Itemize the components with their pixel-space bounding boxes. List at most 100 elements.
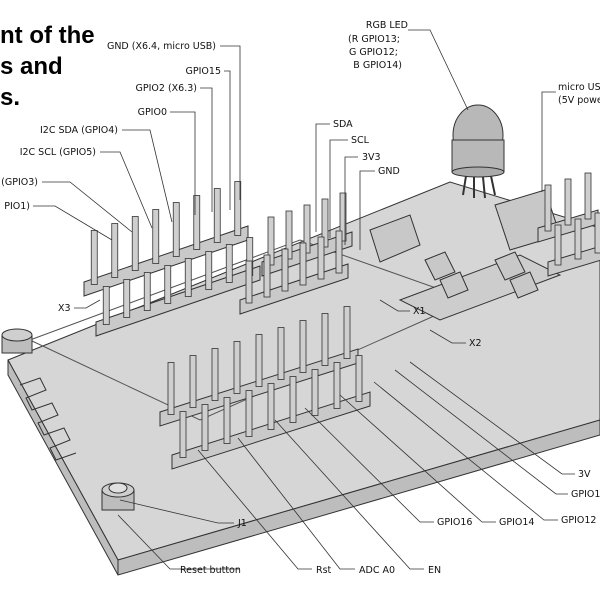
- header-x3-front-pin: [164, 265, 172, 304]
- header-j1-front-pin: [333, 362, 341, 409]
- header-right-back-pin: [584, 172, 592, 220]
- header-center-back-pin: [339, 192, 347, 242]
- header-center-front-pin: [281, 248, 289, 292]
- label-rgb-led-2: (R GPIO13;: [348, 34, 400, 45]
- header-j1-front-pin: [289, 376, 297, 423]
- label-sda: SDA: [333, 119, 353, 130]
- header-right-back-pin: [544, 184, 552, 232]
- label-gpio16: GPIO16: [437, 517, 472, 528]
- header-j1-back-pin: [343, 306, 351, 359]
- header-j1-front-pin: [223, 397, 231, 444]
- label-gpio1: PIO1): [4, 201, 30, 212]
- left-button: [1, 328, 33, 354]
- header-x3-back-pin: [193, 195, 201, 250]
- label-gpio14: GPIO14: [499, 517, 534, 528]
- header-j1-front-pin: [245, 390, 253, 437]
- leader-lines: [33, 29, 575, 570]
- label-rgb-led-1: RGB LED: [366, 20, 408, 31]
- antenna-trace: [19, 377, 77, 461]
- header-x3-back: [83, 181, 249, 297]
- label-x3: X3: [58, 303, 71, 314]
- header-right-front-pin: [594, 212, 600, 254]
- label-gnd-x64: GND (X6.4, micro USB): [107, 41, 216, 52]
- label-en: EN: [428, 565, 441, 576]
- label-reset-button: Reset button: [180, 565, 241, 576]
- label-gpio15: GPIO15: [186, 66, 221, 77]
- header-x3-front-pin: [123, 279, 131, 318]
- label-gpio1-right: GPIO1: [571, 489, 600, 500]
- small-chip-1: [424, 251, 456, 281]
- header-center-back-pin: [321, 198, 329, 248]
- voltage-regulator-chip: [369, 214, 421, 263]
- label-x2: X2: [469, 338, 482, 349]
- label-3v3: 3V3: [362, 152, 381, 163]
- header-center-front-pin: [335, 230, 343, 274]
- header-right-front-pin: [554, 224, 562, 266]
- header-j1-back-pin: [255, 334, 263, 387]
- small-chip-2: [494, 251, 526, 281]
- header-j1-back-pin: [167, 362, 175, 415]
- header-x3-front-pin: [205, 251, 213, 290]
- title-line-1: nt of the: [0, 22, 95, 49]
- header-center-front-pin: [245, 260, 253, 304]
- label-rgb-led-3: G GPIO12;: [349, 47, 398, 58]
- label-rst: Rst: [316, 565, 332, 576]
- header-center-front-pin: [317, 236, 325, 280]
- label-micro-usb-1: micro US: [558, 82, 600, 93]
- pin-headers: [83, 172, 600, 470]
- header-right-front-pin: [574, 218, 582, 260]
- header-center-front: [239, 230, 349, 315]
- header-x3-back-pin: [90, 230, 98, 285]
- header-j1-back: [159, 306, 359, 427]
- header-x3-front: [95, 237, 261, 337]
- header-j1-front-pin: [355, 355, 363, 402]
- label-gnd: GND: [378, 166, 400, 177]
- header-j1-front-pin: [311, 369, 319, 416]
- header-center-front-pin: [299, 242, 307, 286]
- label-gpio3: (GPIO3): [1, 177, 38, 188]
- header-right-back-pin: [564, 178, 572, 226]
- title-line-3: s.: [0, 84, 21, 111]
- label-gpio12: GPIO12: [561, 515, 596, 526]
- label-i2c-sda: I2C SDA (GPIO4): [40, 125, 118, 136]
- header-x3-front-pin: [143, 272, 151, 311]
- header-x3-front-pin: [184, 258, 192, 297]
- header-j1-back-pin: [211, 348, 219, 401]
- label-i2c-scl: I2C SCL (GPIO5): [20, 147, 96, 158]
- header-j1-front: [171, 355, 371, 470]
- header-j1-back-pin: [233, 341, 241, 394]
- label-gpio2-x63: GPIO2 (X6.3): [136, 83, 197, 94]
- header-right-front: [547, 212, 600, 277]
- header-x3-front-pin: [102, 286, 110, 325]
- label-3v-right: 3V: [578, 469, 591, 480]
- header-center-front-pin: [263, 254, 271, 298]
- label-micro-usb-2: (5V powe: [558, 95, 600, 106]
- header-center-back-pin: [285, 210, 293, 260]
- header-j1-back-pin: [277, 327, 285, 380]
- label-adc-a0: ADC A0: [359, 565, 395, 576]
- labels: RGB LED (R GPIO13; G GPIO12; B GPIO14) m…: [1, 20, 600, 576]
- header-j1-front-pin: [179, 411, 187, 458]
- header-x3-back-pin: [234, 181, 242, 236]
- small-chip-3: [439, 271, 469, 299]
- header-x3-back-pin: [152, 209, 160, 264]
- header-x3-back-pin: [172, 202, 180, 257]
- header-j1-front-pin: [267, 383, 275, 430]
- label-scl: SCL: [351, 135, 370, 146]
- title-line-2: s and: [0, 53, 63, 80]
- label-rgb-led-4: B GPIO14): [353, 60, 402, 71]
- board-front-face: [117, 419, 600, 576]
- header-x3-back-pin: [213, 188, 221, 243]
- header-center-back-pin: [267, 216, 275, 266]
- header-x3-front-pin: [225, 244, 233, 283]
- header-j1-back-pin: [299, 320, 307, 373]
- header-x3-back-pin: [131, 216, 139, 271]
- header-center-back-pin: [303, 204, 311, 254]
- label-gpio0: GPIO0: [138, 107, 167, 118]
- header-x3-back-pin: [111, 223, 119, 278]
- header-j1-back-pin: [189, 355, 197, 408]
- header-j1-back-pin: [321, 313, 329, 366]
- small-chip-4: [509, 271, 539, 299]
- header-j1-front-pin: [201, 404, 209, 451]
